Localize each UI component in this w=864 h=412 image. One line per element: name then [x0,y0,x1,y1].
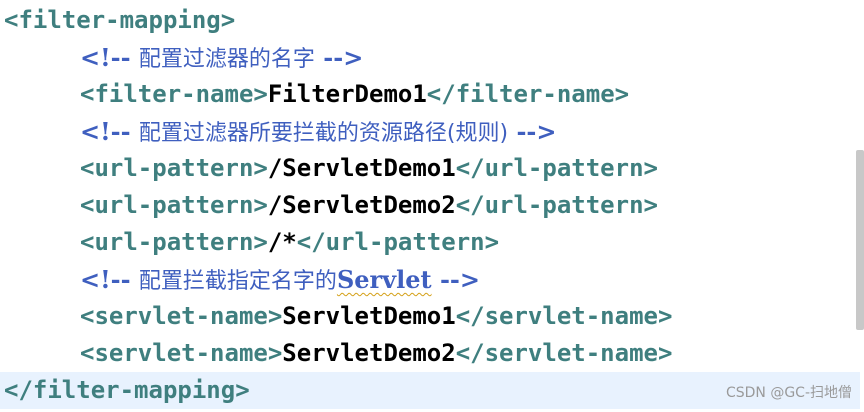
comment-text: 配置过滤器的名字 [138,47,315,72]
xml-text: /ServletDemo1 [267,154,456,182]
spellcheck-word: Servlet [336,265,432,294]
xml-comment: <!-- 配置过滤器所要拦截的资源路径(规则) --> [80,117,556,146]
watermark: CSDN @GC-扫地僧 [725,385,852,401]
code-line-4: <!-- 配置过滤器所要拦截的资源路径(规则) --> [0,113,864,150]
xml-text: ServletDemo1 [282,302,456,330]
xml-close-tag: </filter-name> [426,80,630,108]
xml-open-tag: <servlet-name> [80,302,283,330]
xml-close-tag: </url-pattern> [296,228,500,256]
code-line-5: <url-pattern>/ServletDemo1</url-pattern> [0,150,864,187]
xml-open-tag: <url-pattern> [80,228,268,256]
xml-open-tag: <url-pattern> [80,154,268,182]
vertical-scrollbar[interactable] [856,150,864,330]
xml-close-tag: </url-pattern> [455,191,658,219]
xml-text: /ServletDemo2 [267,191,456,219]
code-line-2: <!-- 配置过滤器的名字 --> [0,39,864,76]
xml-open-tag: <filter-name> [80,80,268,108]
xml-text: FilterDemo1 [267,80,427,108]
xml-open-tag: <servlet-name> [80,339,283,367]
code-line-11-current[interactable]: </filter-mapping> [0,372,860,409]
xml-close-tag: </url-pattern> [455,154,658,182]
code-line-7: <url-pattern>/*</url-pattern> [0,224,864,261]
xml-open-tag: <url-pattern> [80,191,268,219]
xml-text: ServletDemo2 [282,339,456,367]
xml-open-tag: <filter-mapping> [4,6,236,34]
code-line-8: <!-- 配置拦截指定名字的Servlet --> [0,261,864,298]
code-line-9: <servlet-name>ServletDemo1</servlet-name… [0,298,864,335]
xml-close-tag: </servlet-name> [455,302,673,330]
code-line-10: <servlet-name>ServletDemo2</servlet-name… [0,335,864,372]
xml-comment: <!-- 配置过滤器的名字 --> [80,43,363,72]
comment-open: <!-- [80,265,139,294]
comment-open: <!-- [80,43,139,72]
comment-text: 配置过滤器所要拦截的资源路径(规则) [138,121,509,146]
comment-close: --> [508,117,557,146]
xml-text: /* [267,228,297,256]
xml-close-tag: </filter-mapping> [4,376,250,404]
xml-close-tag: </servlet-name> [455,339,673,367]
code-line-6: <url-pattern>/ServletDemo2</url-pattern> [0,187,864,224]
code-line-1: <filter-mapping> [0,2,860,39]
comment-open: <!-- [80,117,139,146]
comment-close: --> [314,43,364,72]
comment-close: --> [431,265,480,294]
xml-comment: <!-- 配置拦截指定名字的Servlet --> [80,265,480,294]
code-line-3: <filter-name>FilterDemo1</filter-name> [0,76,864,113]
comment-text: 配置拦截指定名字的 [138,269,337,294]
